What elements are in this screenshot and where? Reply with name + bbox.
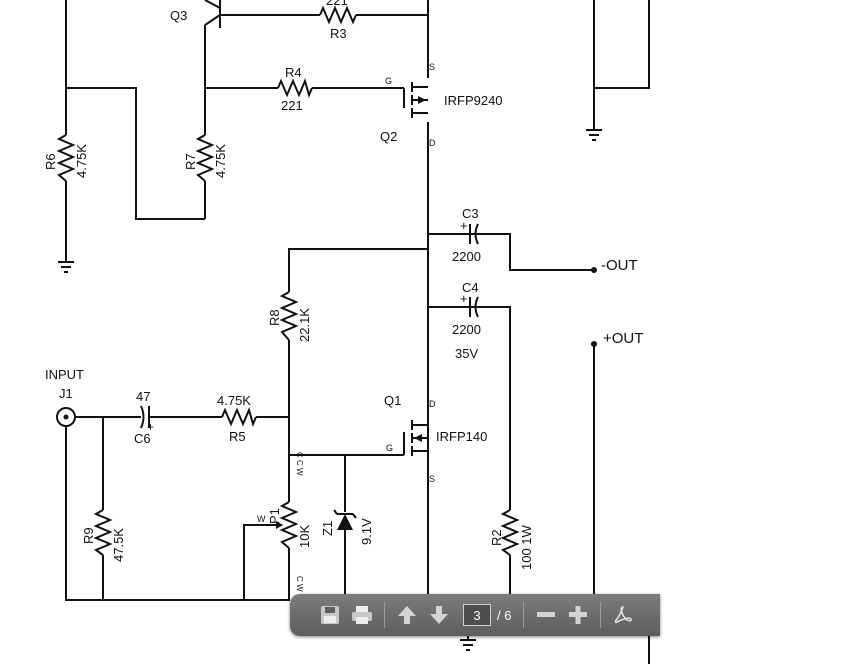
- transistor-q3: [204, 0, 221, 28]
- label-input: INPUT: [45, 367, 84, 382]
- label-p1-ccw: C C W: [295, 452, 304, 476]
- label-r9: R9: [81, 527, 96, 544]
- print-button[interactable]: [348, 601, 376, 629]
- toolbar-separator: [523, 602, 525, 628]
- label-r6: R6: [43, 153, 58, 170]
- label-r2-value: 100 1W: [519, 524, 534, 570]
- page-count: / 6: [497, 607, 512, 623]
- label-r3: R3: [330, 26, 347, 41]
- label-c3-plus: +: [460, 218, 468, 233]
- resistor-r3: [319, 5, 357, 25]
- label-c6: C6: [134, 431, 151, 446]
- label-q2-part: IRFP9240: [444, 93, 503, 108]
- resistor-r8: [279, 291, 299, 341]
- wires: [65, 0, 650, 664]
- label-q1-s: S: [429, 474, 435, 484]
- label-r5: R5: [229, 429, 246, 444]
- label-r6-value: 4.75K: [74, 144, 89, 178]
- label-c3: C3: [462, 206, 479, 221]
- ground-symbol-r6: [58, 261, 74, 273]
- resistor-r7: [195, 134, 215, 182]
- output-terminals: [591, 267, 597, 347]
- label-c4-value: 2200: [452, 322, 481, 337]
- label-q2: Q2: [380, 129, 397, 144]
- label-r2: R2: [489, 529, 504, 546]
- zoom-out-icon: [537, 612, 556, 617]
- label-c4-voltage: 35V: [455, 346, 478, 361]
- label-out-pos: +OUT: [603, 330, 643, 347]
- zoom-in-button[interactable]: [564, 601, 592, 629]
- next-page-icon: [430, 606, 448, 624]
- label-z1-value: 9.1V: [359, 518, 374, 545]
- label-p1-w: W: [257, 514, 266, 524]
- label-p1-value: 10K: [297, 525, 312, 548]
- input-jack-j1: [56, 407, 76, 427]
- previous-page-icon: [398, 606, 416, 624]
- capacitor-c4: [466, 296, 510, 318]
- label-r7: R7: [183, 153, 198, 170]
- label-q1-g: G: [386, 443, 393, 453]
- save-button[interactable]: [316, 601, 344, 629]
- label-c6-plus: +: [147, 420, 154, 434]
- capacitor-c3: [466, 223, 510, 245]
- component-labels: Q3 221 R3 R4 221 G S D IRFP9240 Q2 R6 4.…: [43, 0, 643, 592]
- potentiometer-p1: [275, 501, 299, 549]
- label-q2-d: D: [429, 138, 436, 148]
- label-c4-plus: +: [460, 291, 468, 306]
- label-r5-value: 4.75K: [217, 393, 251, 408]
- resistor-r5: [221, 407, 257, 427]
- label-out-neg: -OUT: [601, 257, 638, 274]
- resistor-r4: [277, 78, 313, 98]
- ground-symbol-right: [586, 129, 602, 141]
- mosfet-q1: [403, 420, 428, 456]
- previous-page-button[interactable]: [393, 601, 421, 629]
- resistor-r2: [500, 509, 520, 556]
- resistor-r6: [56, 134, 76, 182]
- capacitor-c6: [138, 405, 150, 429]
- label-c6-value: 47: [136, 389, 150, 404]
- label-q1-part: IRFP140: [436, 429, 487, 444]
- label-p1-cw: C W: [295, 576, 304, 592]
- resistor-r9: [93, 509, 113, 556]
- label-q2-g: G: [385, 76, 392, 86]
- next-page-button[interactable]: [425, 601, 453, 629]
- label-r9-value: 47.5K: [111, 528, 126, 562]
- acrobat-icon: [615, 606, 633, 624]
- save-icon: [321, 606, 339, 624]
- print-icon: [352, 606, 372, 624]
- toolbar-separator: [384, 602, 385, 628]
- ground-symbol-bottom: [460, 639, 476, 651]
- label-q3: Q3: [170, 8, 187, 23]
- label-q1: Q1: [384, 393, 401, 408]
- pdf-toolbar: 3 / 6: [290, 594, 660, 636]
- zoom-in-icon: [569, 606, 588, 624]
- label-p1: P1: [267, 508, 282, 524]
- mosfet-q2: [403, 82, 428, 118]
- toolbar-separator: [600, 602, 602, 628]
- label-q1-d: D: [429, 399, 436, 409]
- label-r8-value: 22.1K: [297, 308, 312, 342]
- label-r8: R8: [267, 309, 282, 326]
- label-r4: R4: [285, 65, 302, 80]
- label-r4-value: 221: [281, 98, 303, 113]
- label-z1: Z1: [320, 521, 335, 536]
- label-c4: C4: [462, 280, 479, 295]
- page-number-input[interactable]: 3: [463, 604, 491, 626]
- label-j1: J1: [59, 386, 73, 401]
- zoom-out-button[interactable]: [532, 601, 560, 629]
- label-r7-value: 4.75K: [213, 144, 228, 178]
- label-q2-s: S: [429, 62, 435, 72]
- label-c3-value: 2200: [452, 249, 481, 264]
- acrobat-button[interactable]: [609, 601, 637, 629]
- zener-z1: [333, 509, 357, 530]
- label-r3-value: 221: [326, 0, 348, 8]
